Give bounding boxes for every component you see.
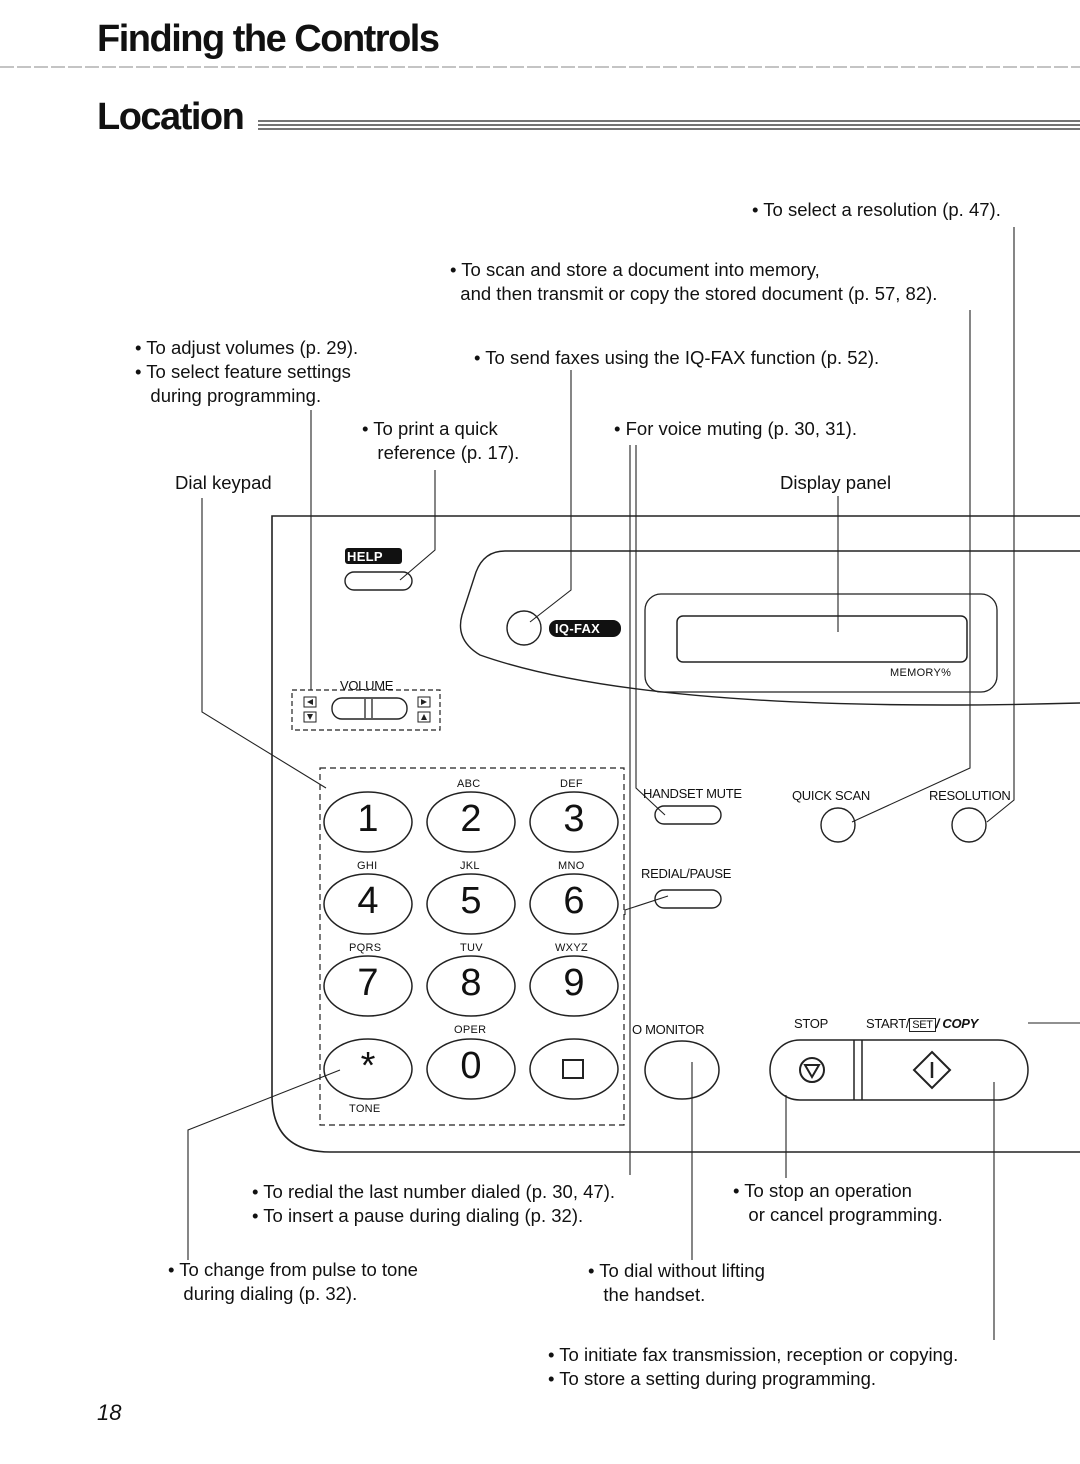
note-stop: • To stop an operation or cancel program… (733, 1180, 943, 1225)
key-letters-pqrs: PQRS (349, 942, 382, 954)
help-badge: HELP (347, 549, 383, 564)
dial-keypad-label: Dial keypad (175, 472, 272, 493)
key-letters-abc: ABC (457, 778, 481, 790)
key-letters-def: DEF (560, 778, 583, 790)
page-number: 18 (97, 1400, 122, 1425)
help-badge-bg (345, 548, 402, 564)
resolution-label: RESOLUTION (929, 788, 1011, 803)
key-star[interactable]: * (360, 1045, 376, 1087)
help-button (344, 571, 413, 591)
tone-label: TONE (349, 1103, 381, 1115)
note-monitor: • To dial without lifting the handset. (588, 1260, 765, 1305)
page-title: Finding the Controls (97, 18, 440, 60)
note-mute: • For voice muting (p. 30, 31). (614, 418, 857, 439)
key-5[interactable]: 5 (460, 880, 482, 922)
key-7[interactable]: 7 (357, 962, 379, 1004)
key-letters-ghi: GHI (357, 860, 378, 872)
note-help: • To print a quick reference (p. 17). (362, 418, 520, 463)
oper-label: OPER (454, 1024, 487, 1036)
note-start: • To initiate fax transmission, receptio… (548, 1344, 959, 1389)
note-resolution: • To select a resolution (p. 47). (752, 199, 1001, 220)
volume-rocker (331, 697, 408, 720)
note-iqfax: • To send faxes using the IQ-FAX functio… (474, 347, 880, 368)
section-title: Location (97, 96, 245, 138)
key-letters-jkl: JKL (460, 860, 480, 872)
note-redial: • To redial the last number dialed (p. 3… (252, 1181, 615, 1226)
key-letters-tuv: TUV (460, 942, 483, 954)
key-3[interactable]: 3 (563, 798, 585, 840)
start-label: START/SET/ COPY (866, 1016, 978, 1032)
key-8[interactable]: 8 (460, 962, 482, 1004)
note-tone: • To change from pulse to tone during di… (168, 1259, 418, 1304)
iqfax-button (506, 610, 542, 646)
key-letters-mno: MNO (558, 860, 585, 872)
key-6[interactable]: 6 (563, 880, 585, 922)
key-9[interactable]: 9 (563, 962, 585, 1004)
iqfax-badge: IQ-FAX (555, 621, 601, 636)
note-volume: • To adjust volumes (p. 29).• To select … (135, 337, 359, 406)
key-letters-wxyz: WXYZ (555, 942, 588, 954)
stop-label: STOP (794, 1016, 828, 1031)
display-panel-label: Display panel (780, 472, 892, 493)
handset-mute-label: HANDSET MUTE (643, 786, 742, 801)
key-1[interactable]: 1 (357, 798, 379, 840)
volume-label: VOLUME (340, 678, 394, 693)
key-0[interactable]: 0 (460, 1045, 482, 1087)
key-4[interactable]: 4 (357, 880, 379, 922)
quick-scan-label: QUICK SCAN (792, 788, 870, 803)
note-quick-scan: • To scan and store a document into memo… (450, 259, 938, 304)
handset-mute-button (654, 805, 722, 825)
key-2[interactable]: 2 (460, 798, 482, 840)
redial-pause-button (654, 889, 722, 909)
memory-label: MEMORY% (890, 667, 952, 679)
redial-pause-label: REDIAL/PAUSE (641, 866, 732, 881)
monitor-label: O MONITOR (632, 1022, 705, 1037)
